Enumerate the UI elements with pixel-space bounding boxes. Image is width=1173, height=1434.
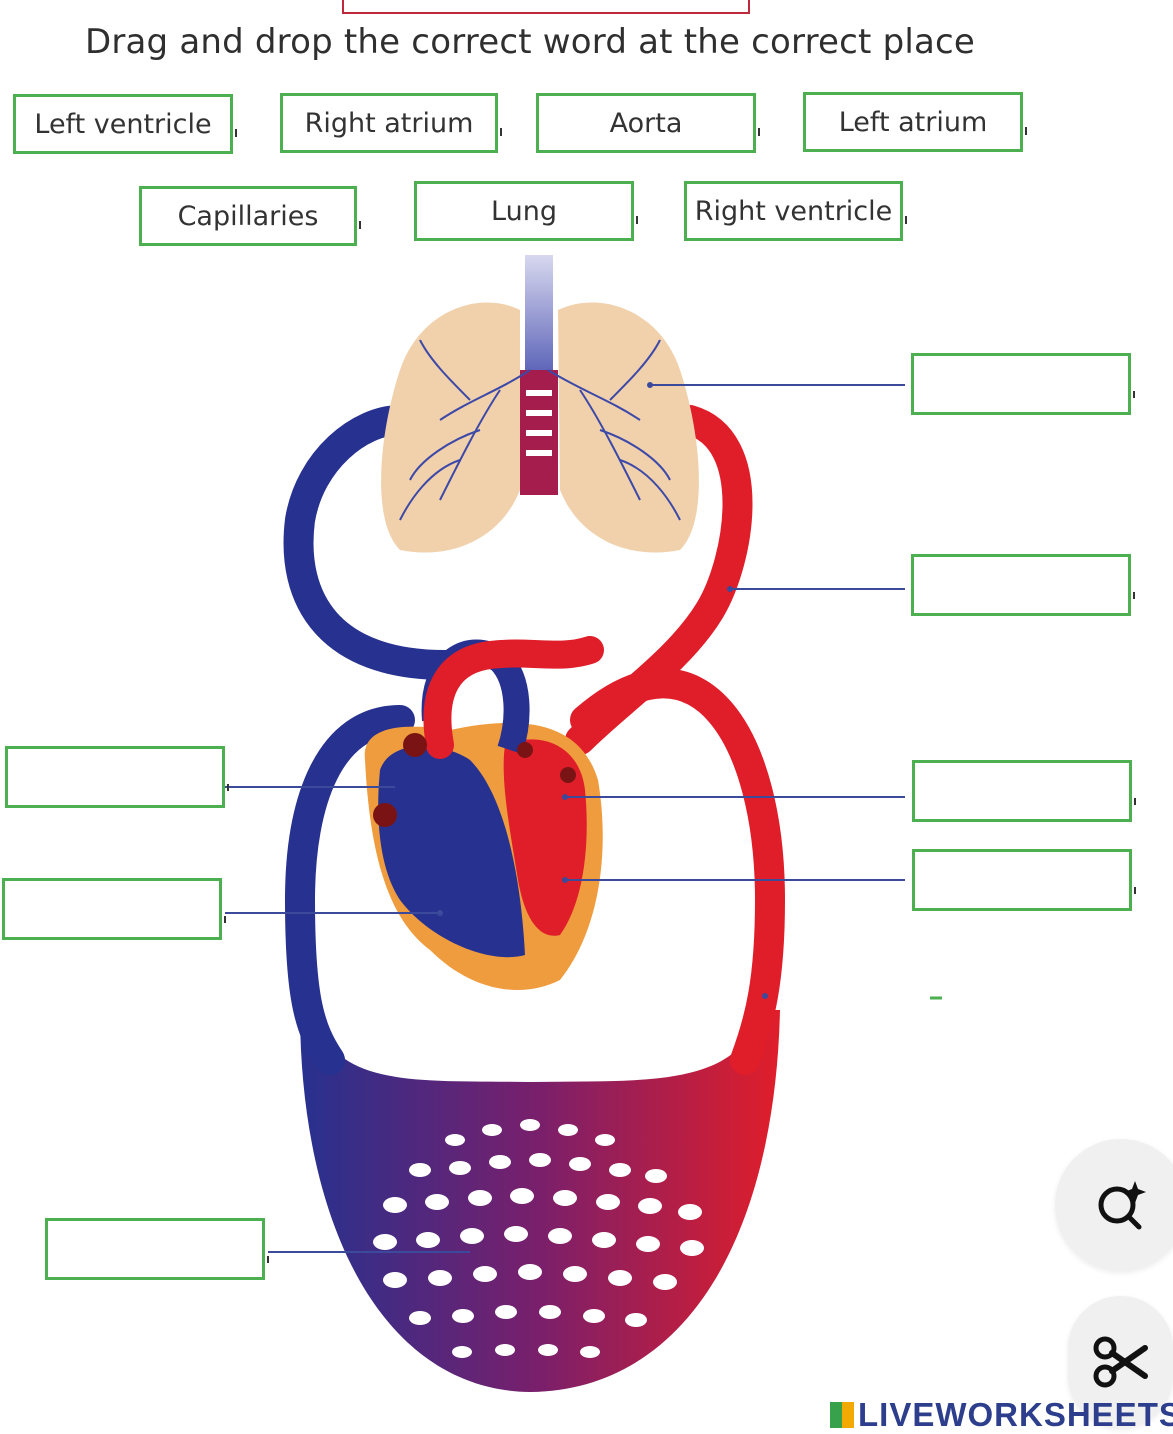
word-right-atrium[interactable]: Right atrium xyxy=(280,93,502,153)
word-aorta[interactable]: Aorta xyxy=(536,93,760,153)
leader-lines xyxy=(225,384,905,1253)
word-right-ventricle[interactable]: Right ventricle xyxy=(684,181,907,241)
capillary-bed xyxy=(300,1010,780,1392)
lungs xyxy=(381,255,699,553)
word-left-atrium[interactable]: Left atrium xyxy=(803,92,1027,152)
drop-target-2[interactable] xyxy=(911,554,1135,616)
drop-target-7[interactable] xyxy=(45,1218,269,1280)
drop-target-1[interactable] xyxy=(911,353,1135,415)
top-frame xyxy=(342,0,750,14)
instruction-title: Drag and drop the correct word at the co… xyxy=(84,22,976,62)
drop-target-5[interactable] xyxy=(912,849,1136,911)
scissors-icon xyxy=(1093,1336,1148,1388)
search-sparkle-icon xyxy=(1098,1181,1146,1230)
drop-target-3[interactable] xyxy=(5,746,229,808)
liveworksheets-logo: LIVEWORKSHEETS xyxy=(830,1396,1173,1434)
brand-name: LIVEWORKSHEETS xyxy=(858,1396,1173,1433)
search-sparkle-button[interactable] xyxy=(1055,1139,1173,1271)
drop-target-4[interactable] xyxy=(912,760,1136,822)
logo-mark-icon xyxy=(830,1402,854,1428)
drop-target-6[interactable] xyxy=(2,878,226,940)
scissors-button[interactable] xyxy=(1068,1296,1173,1428)
word-capillaries[interactable]: Capillaries xyxy=(139,186,361,246)
word-lung[interactable]: Lung xyxy=(414,181,638,241)
word-left-ventricle[interactable]: Left ventricle xyxy=(13,94,237,154)
heart xyxy=(364,636,604,990)
